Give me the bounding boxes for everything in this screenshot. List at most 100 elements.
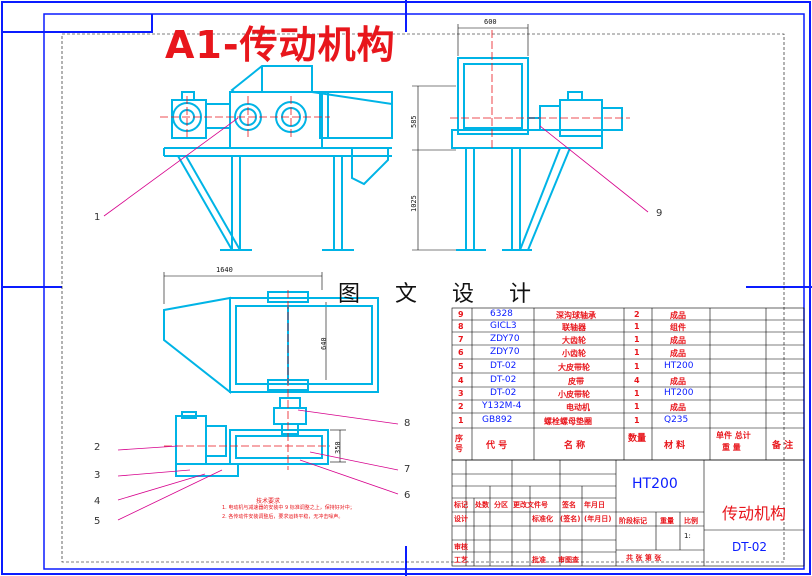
balloon-6: 6: [404, 490, 411, 501]
tb-scale-label: 比例: [684, 517, 698, 525]
tb-scale: 1:: [684, 532, 691, 540]
bom-row-material: 成品: [670, 311, 686, 320]
bom-row-qty: 1: [634, 416, 640, 425]
dim-height-upper: 585: [410, 115, 418, 128]
bom-row-no: 9: [458, 310, 464, 319]
bom-row-qty: 1: [634, 362, 640, 371]
bom-header-code: 代 号: [486, 441, 508, 451]
bom-row-code: ZDY70: [490, 347, 520, 357]
tb-date: 年月日: [584, 501, 605, 509]
tb-review: 审核: [454, 543, 468, 551]
bom-row-code: GICL3: [490, 321, 517, 331]
bom-table-grid: [451, 307, 805, 461]
balloon-9: 9: [656, 208, 663, 219]
tb-stage-mark: 阶段标记: [619, 517, 647, 525]
bom-header-material: 材 料: [664, 441, 686, 451]
bom-row-material: 组件: [670, 323, 686, 332]
bom-row-code: DT-02: [490, 388, 517, 398]
bom-row-no: 7: [458, 335, 464, 344]
bom-row-qty: 1: [634, 389, 640, 398]
balloon-7: 7: [404, 464, 411, 475]
front-view: [163, 65, 393, 251]
bom-header-remark: 备 注: [772, 441, 794, 451]
bom-row-code: 6328: [490, 309, 513, 319]
material-field: HT200: [632, 476, 678, 492]
dim-motor-offset: 350: [334, 441, 342, 454]
bom-row-code: ZDY70: [490, 334, 520, 344]
bom-row-name: 电动机: [566, 403, 590, 412]
bom-row-material: 成品: [670, 403, 686, 412]
bom-row-no: 8: [458, 322, 464, 331]
tb-sign-placeholder: (签名): [560, 515, 581, 523]
bom-row-material: HT200: [664, 388, 694, 398]
tb-process: 工艺: [454, 556, 468, 564]
bom-row-name: 皮带: [568, 377, 584, 386]
bom-row-name: 联轴器: [562, 323, 586, 332]
bom-header-no: 序号: [455, 434, 463, 453]
bom-row-qty: 1: [634, 348, 640, 357]
bom-row-code: DT-02: [490, 375, 517, 385]
bom-row-no: 3: [458, 389, 464, 398]
bom-row-no: 5: [458, 362, 464, 371]
tb-approve: 批准: [532, 556, 546, 564]
tb-mark: 标记: [454, 501, 468, 509]
balloon-3: 3: [94, 470, 101, 481]
dim-width-plan: 640: [320, 337, 328, 350]
drawing-name: 传动机构: [722, 504, 787, 523]
bom-row-material: Q235: [664, 415, 689, 425]
bom-header-unit-weight: 单件 总计: [716, 431, 751, 440]
bom-row-qty: 1: [634, 335, 640, 344]
tb-standardization: 标准化: [532, 515, 553, 523]
bom-row-qty: 2: [634, 310, 640, 319]
bom-row-no: 4: [458, 376, 464, 385]
tb-zone: 分区: [494, 501, 508, 509]
bom-row-name: 小皮带轮: [558, 390, 590, 399]
tb-signature: 签名: [562, 501, 576, 509]
bom-row-code: DT-02: [490, 361, 517, 371]
dim-width-top: 600: [484, 18, 497, 26]
tb-weight: 重量: [660, 517, 674, 525]
tb-sheets: 共 张 第 张: [626, 554, 662, 562]
bom-row-qty: 1: [634, 322, 640, 331]
bom-row-material: 成品: [670, 336, 686, 345]
bom-row-name: 大齿轮: [562, 336, 586, 345]
bom-row-code: GB892: [482, 415, 513, 425]
balloon-2: 2: [94, 442, 101, 453]
notes-heading: 技术要求: [256, 498, 281, 505]
bom-header-name: 名 称: [564, 441, 586, 451]
bom-row-name: 大皮带轮: [558, 363, 590, 372]
watermark-subtitle: 图 文 设 计: [338, 282, 545, 307]
notes-line-2: 2. 各传动件安装调整后，要求运转平稳，无冲击噪声。: [222, 514, 344, 520]
bom-row-no: 1: [458, 416, 464, 425]
balloon-8: 8: [404, 418, 411, 429]
bom-row-no: 2: [458, 402, 464, 411]
side-view: [451, 57, 623, 251]
balloon-4: 4: [94, 496, 101, 507]
bom-row-material: 成品: [670, 349, 686, 358]
notes-line-1: 1. 电动机与减速器的安装中 9 标准调整之上，保持好对中；: [222, 505, 355, 511]
title-block-grid: [451, 459, 805, 567]
bom-row-qty: 1: [634, 402, 640, 411]
drawing-number: DT-02: [732, 540, 768, 554]
balloon-1: 1: [94, 212, 101, 223]
bom-header-weight: 重 量: [722, 443, 741, 452]
tb-count: 处数: [475, 501, 489, 509]
bom-row-code: Y132M-4: [482, 401, 522, 411]
tb-date-placeholder: (年月日): [584, 515, 612, 523]
bom-row-name: 深沟球轴承: [556, 311, 596, 320]
bom-header-qty: 数量: [628, 434, 647, 444]
bom-row-material: HT200: [664, 361, 694, 371]
tb-change-doc: 更改文件号: [513, 501, 548, 509]
bom-row-material: 成品: [670, 377, 686, 386]
bom-row-name: 螺栓螺母垫圈: [544, 417, 592, 426]
bom-row-no: 6: [458, 348, 464, 357]
bom-row-name: 小齿轮: [562, 349, 586, 358]
balloon-5: 5: [94, 516, 101, 527]
plan-view: [163, 291, 379, 477]
tb-check: 审图查: [558, 556, 579, 564]
tb-design: 设计: [454, 515, 468, 523]
dim-height-lower: 1025: [410, 195, 418, 212]
inner-frame: [43, 13, 805, 570]
drawing-title: A1-传动机构: [165, 23, 396, 67]
